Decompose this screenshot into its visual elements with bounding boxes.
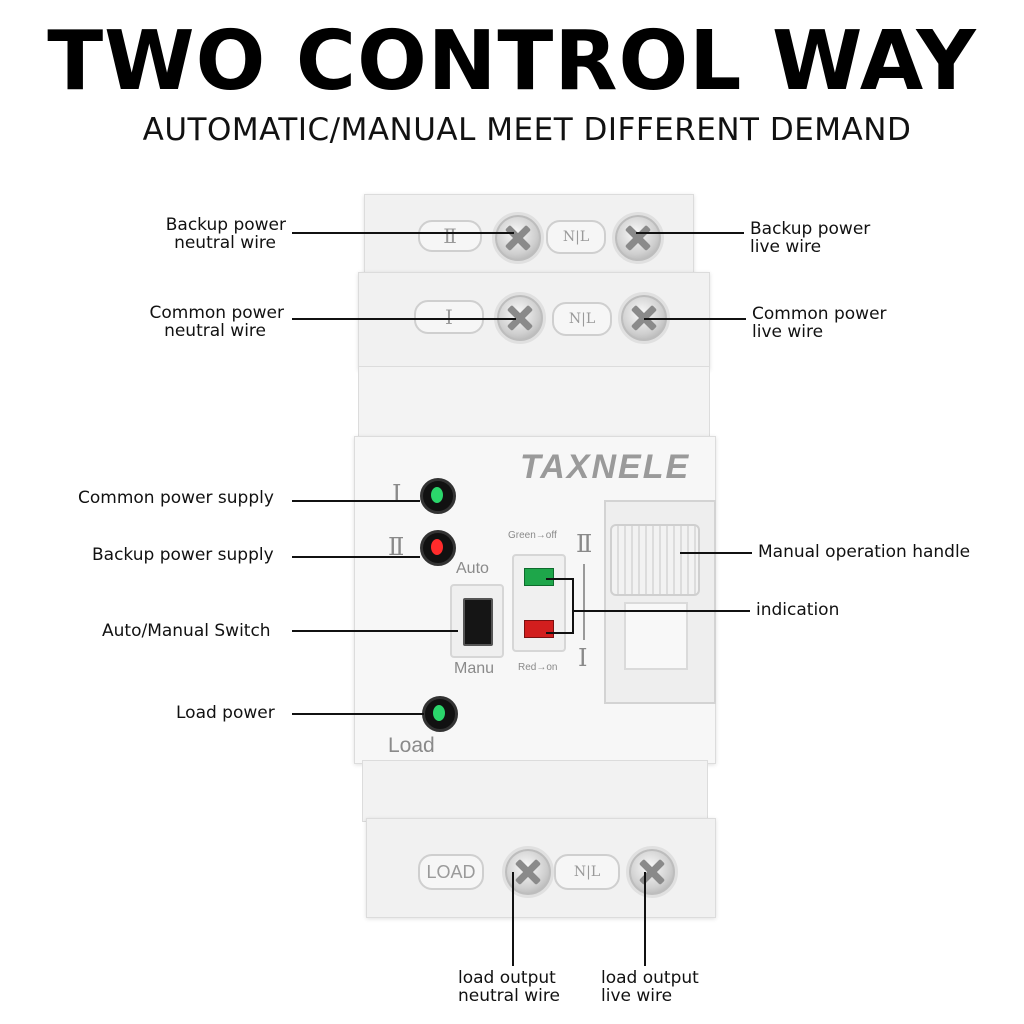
terminal-label-load: LOAD bbox=[418, 854, 484, 890]
callout-text: Common power bbox=[149, 303, 284, 323]
handle-track bbox=[624, 602, 688, 670]
manual-operation-handle[interactable] bbox=[610, 524, 700, 596]
arrow-up-down-icon bbox=[583, 564, 585, 640]
leader-line bbox=[636, 232, 744, 234]
leader-line bbox=[292, 232, 514, 234]
page-subtitle: AUTOMATIC/MANUAL MEET DIFFERENT DEMAND bbox=[142, 112, 912, 148]
led-I-marker: Ⅰ bbox=[392, 480, 402, 508]
screw-icon bbox=[626, 846, 678, 898]
green-indicator-icon bbox=[524, 568, 554, 586]
leader-bracket bbox=[572, 578, 574, 634]
callout-text: Common power bbox=[752, 304, 887, 324]
leader-line bbox=[292, 556, 420, 558]
callout-text: neutral wire bbox=[164, 321, 266, 341]
callout-text: Backup power bbox=[165, 215, 286, 235]
switch-slider[interactable] bbox=[463, 598, 493, 646]
leader-bracket bbox=[546, 578, 574, 580]
handle-I-marker: Ⅰ bbox=[578, 644, 588, 672]
led-II-marker: Ⅱ bbox=[388, 533, 405, 561]
callout-text: load output bbox=[601, 968, 699, 988]
device-body-upper bbox=[358, 366, 710, 440]
handle-II-marker: Ⅱ bbox=[576, 530, 593, 558]
device-body-lower bbox=[362, 760, 708, 822]
callout-text: load output bbox=[458, 968, 556, 988]
callout-text: Backup power bbox=[750, 219, 871, 239]
callout-indication: indication bbox=[756, 600, 840, 620]
callout-backup-live: Backup power live wire bbox=[750, 220, 870, 256]
callout-common-supply: Common power supply bbox=[78, 488, 274, 508]
callout-load-neutral: load output neutral wire bbox=[458, 969, 560, 1005]
leader-bracket bbox=[546, 632, 574, 634]
nl-label-bottom: N|L bbox=[554, 854, 620, 890]
callout-text: live wire bbox=[750, 237, 822, 257]
callout-common-neutral: Common power neutral wire bbox=[140, 304, 284, 340]
callout-text: neutral wire bbox=[174, 233, 276, 253]
page-title: TWO CONTROL WAY bbox=[47, 14, 977, 109]
backup-supply-led-icon bbox=[420, 530, 456, 566]
callout-common-live: Common power live wire bbox=[752, 305, 887, 341]
callout-text: live wire bbox=[601, 986, 673, 1006]
indication-window bbox=[512, 554, 566, 652]
callout-backup-supply: Backup power supply bbox=[92, 545, 274, 565]
leader-line bbox=[292, 500, 420, 502]
leader-line bbox=[572, 610, 750, 612]
leader-line bbox=[512, 872, 514, 966]
load-power-led-icon bbox=[422, 696, 458, 732]
leader-line bbox=[644, 318, 746, 320]
leader-line bbox=[292, 318, 516, 320]
callout-load-power: Load power bbox=[176, 703, 275, 723]
callout-backup-neutral: Backup power neutral wire bbox=[150, 216, 286, 252]
callout-load-live: load output live wire bbox=[601, 969, 699, 1005]
terminal-label-II: Ⅱ bbox=[418, 220, 482, 252]
nl-label-mid: N|L bbox=[552, 302, 612, 336]
callout-auto-manual-switch: Auto/Manual Switch bbox=[102, 621, 271, 641]
auto-manual-switch[interactable] bbox=[450, 584, 504, 658]
manu-label: Manu bbox=[454, 660, 495, 677]
brand-logo: TAXNELE bbox=[520, 448, 691, 486]
terminal-label-I: Ⅰ bbox=[414, 300, 484, 334]
leader-line bbox=[680, 552, 752, 554]
leader-line bbox=[292, 713, 424, 715]
red-indicator-icon bbox=[524, 620, 554, 638]
screw-icon bbox=[492, 212, 544, 264]
common-supply-led-icon bbox=[420, 478, 456, 514]
red-on-label: Red→on bbox=[518, 662, 558, 673]
leader-line bbox=[292, 630, 458, 632]
screw-icon bbox=[502, 846, 554, 898]
callout-manual-handle: Manual operation handle bbox=[758, 542, 971, 562]
screw-icon bbox=[612, 212, 664, 264]
auto-label: Auto bbox=[456, 560, 489, 577]
handle-slot bbox=[604, 500, 716, 704]
nl-label-top: N|L bbox=[546, 220, 606, 254]
leader-line bbox=[644, 872, 646, 966]
callout-text: live wire bbox=[752, 322, 824, 342]
green-off-label: Green→off bbox=[508, 530, 557, 541]
callout-text: neutral wire bbox=[458, 986, 560, 1006]
